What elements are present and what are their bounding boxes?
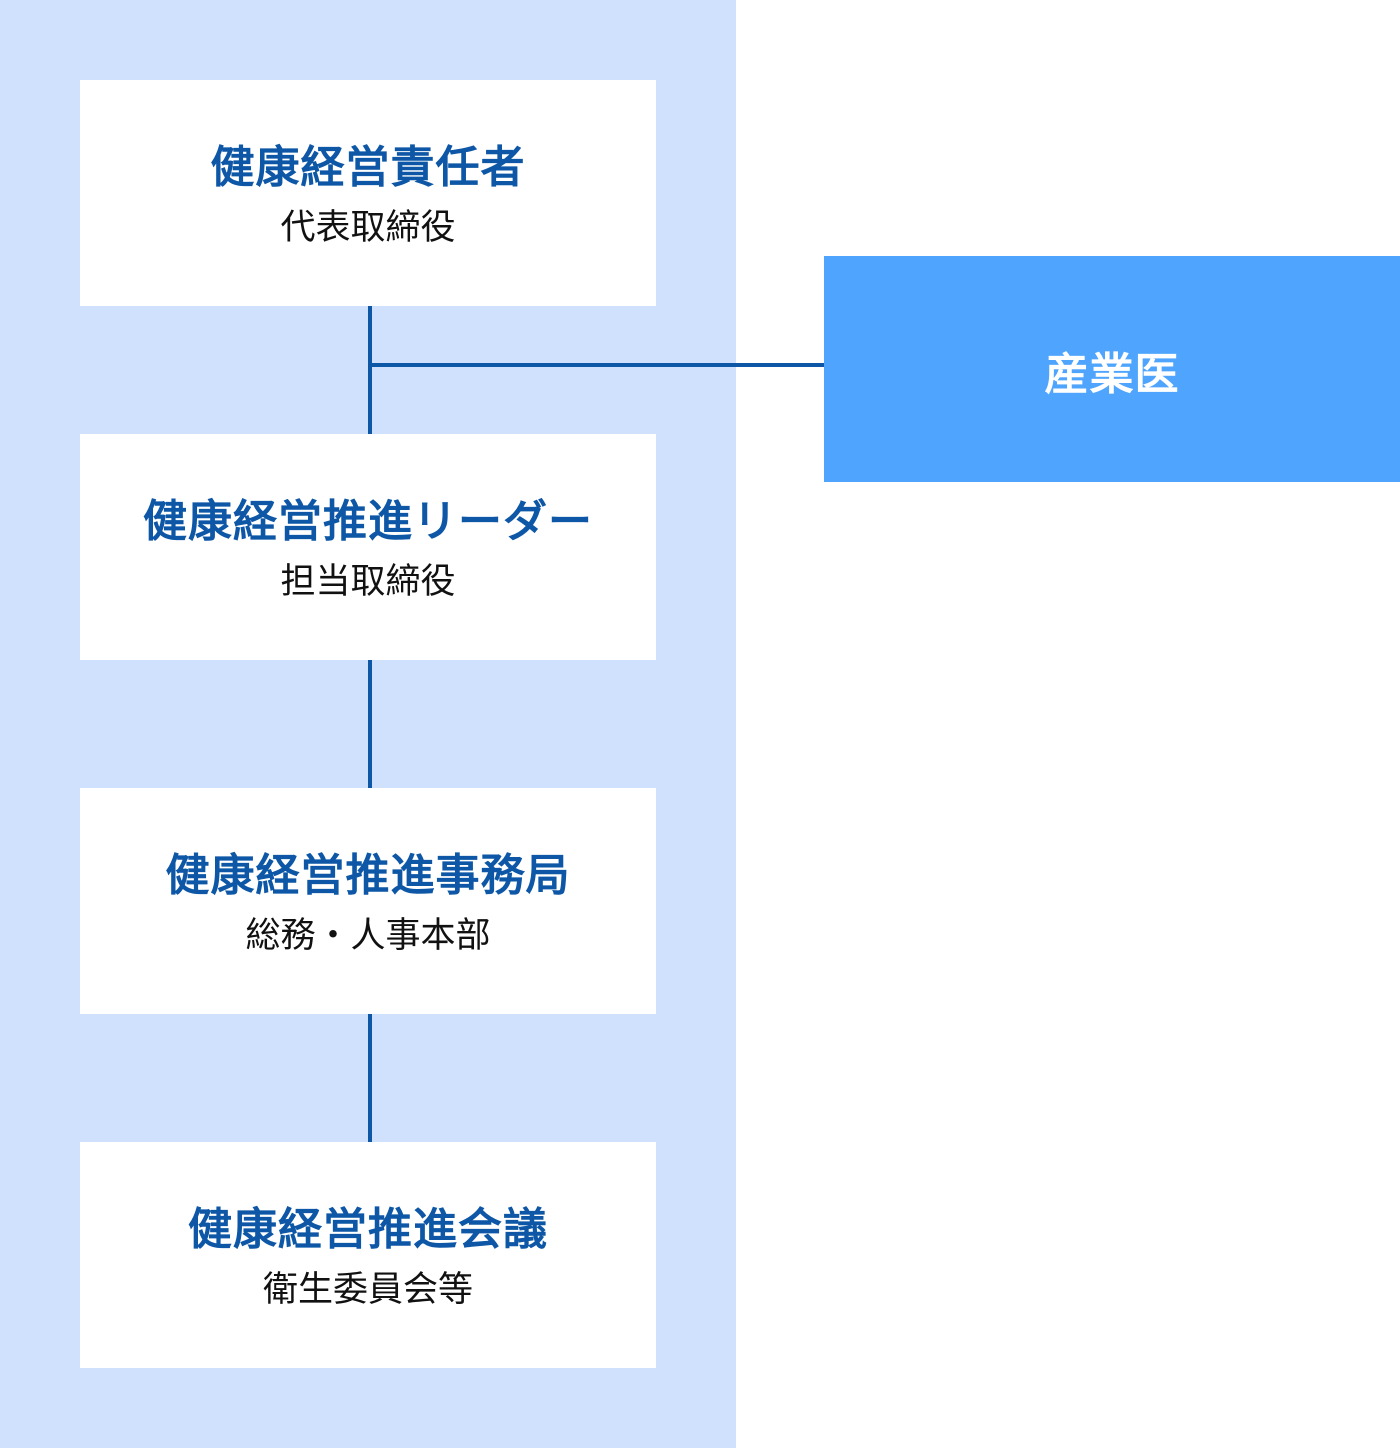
node-health-management-officer: 健康経営責任者 代表取締役 bbox=[80, 80, 656, 306]
node-promotion-office: 健康経営推進事務局 総務・人事本部 bbox=[80, 788, 656, 1014]
node-subtitle: 担当取締役 bbox=[280, 562, 456, 603]
node-title: 健康経営推進事務局 bbox=[165, 849, 571, 901]
node-promotion-leader: 健康経営推進リーダー 担当取締役 bbox=[80, 434, 656, 660]
connector-line bbox=[368, 658, 372, 790]
connector-line bbox=[368, 1012, 372, 1144]
node-title: 健康経営推進会議 bbox=[188, 1203, 548, 1255]
node-industrial-physician: 産業医 bbox=[824, 256, 1400, 482]
advisor-title: 産業医 bbox=[1044, 349, 1180, 400]
connector-line bbox=[368, 304, 372, 436]
node-subtitle: 代表取締役 bbox=[280, 208, 456, 249]
advisor-connector-line bbox=[370, 363, 826, 367]
node-subtitle: 総務・人事本部 bbox=[245, 916, 491, 957]
node-subtitle: 衛生委員会等 bbox=[262, 1270, 473, 1311]
node-promotion-meeting: 健康経営推進会議 衛生委員会等 bbox=[80, 1142, 656, 1368]
node-title: 健康経営推進リーダー bbox=[143, 495, 593, 547]
node-title: 健康経営責任者 bbox=[210, 141, 526, 193]
